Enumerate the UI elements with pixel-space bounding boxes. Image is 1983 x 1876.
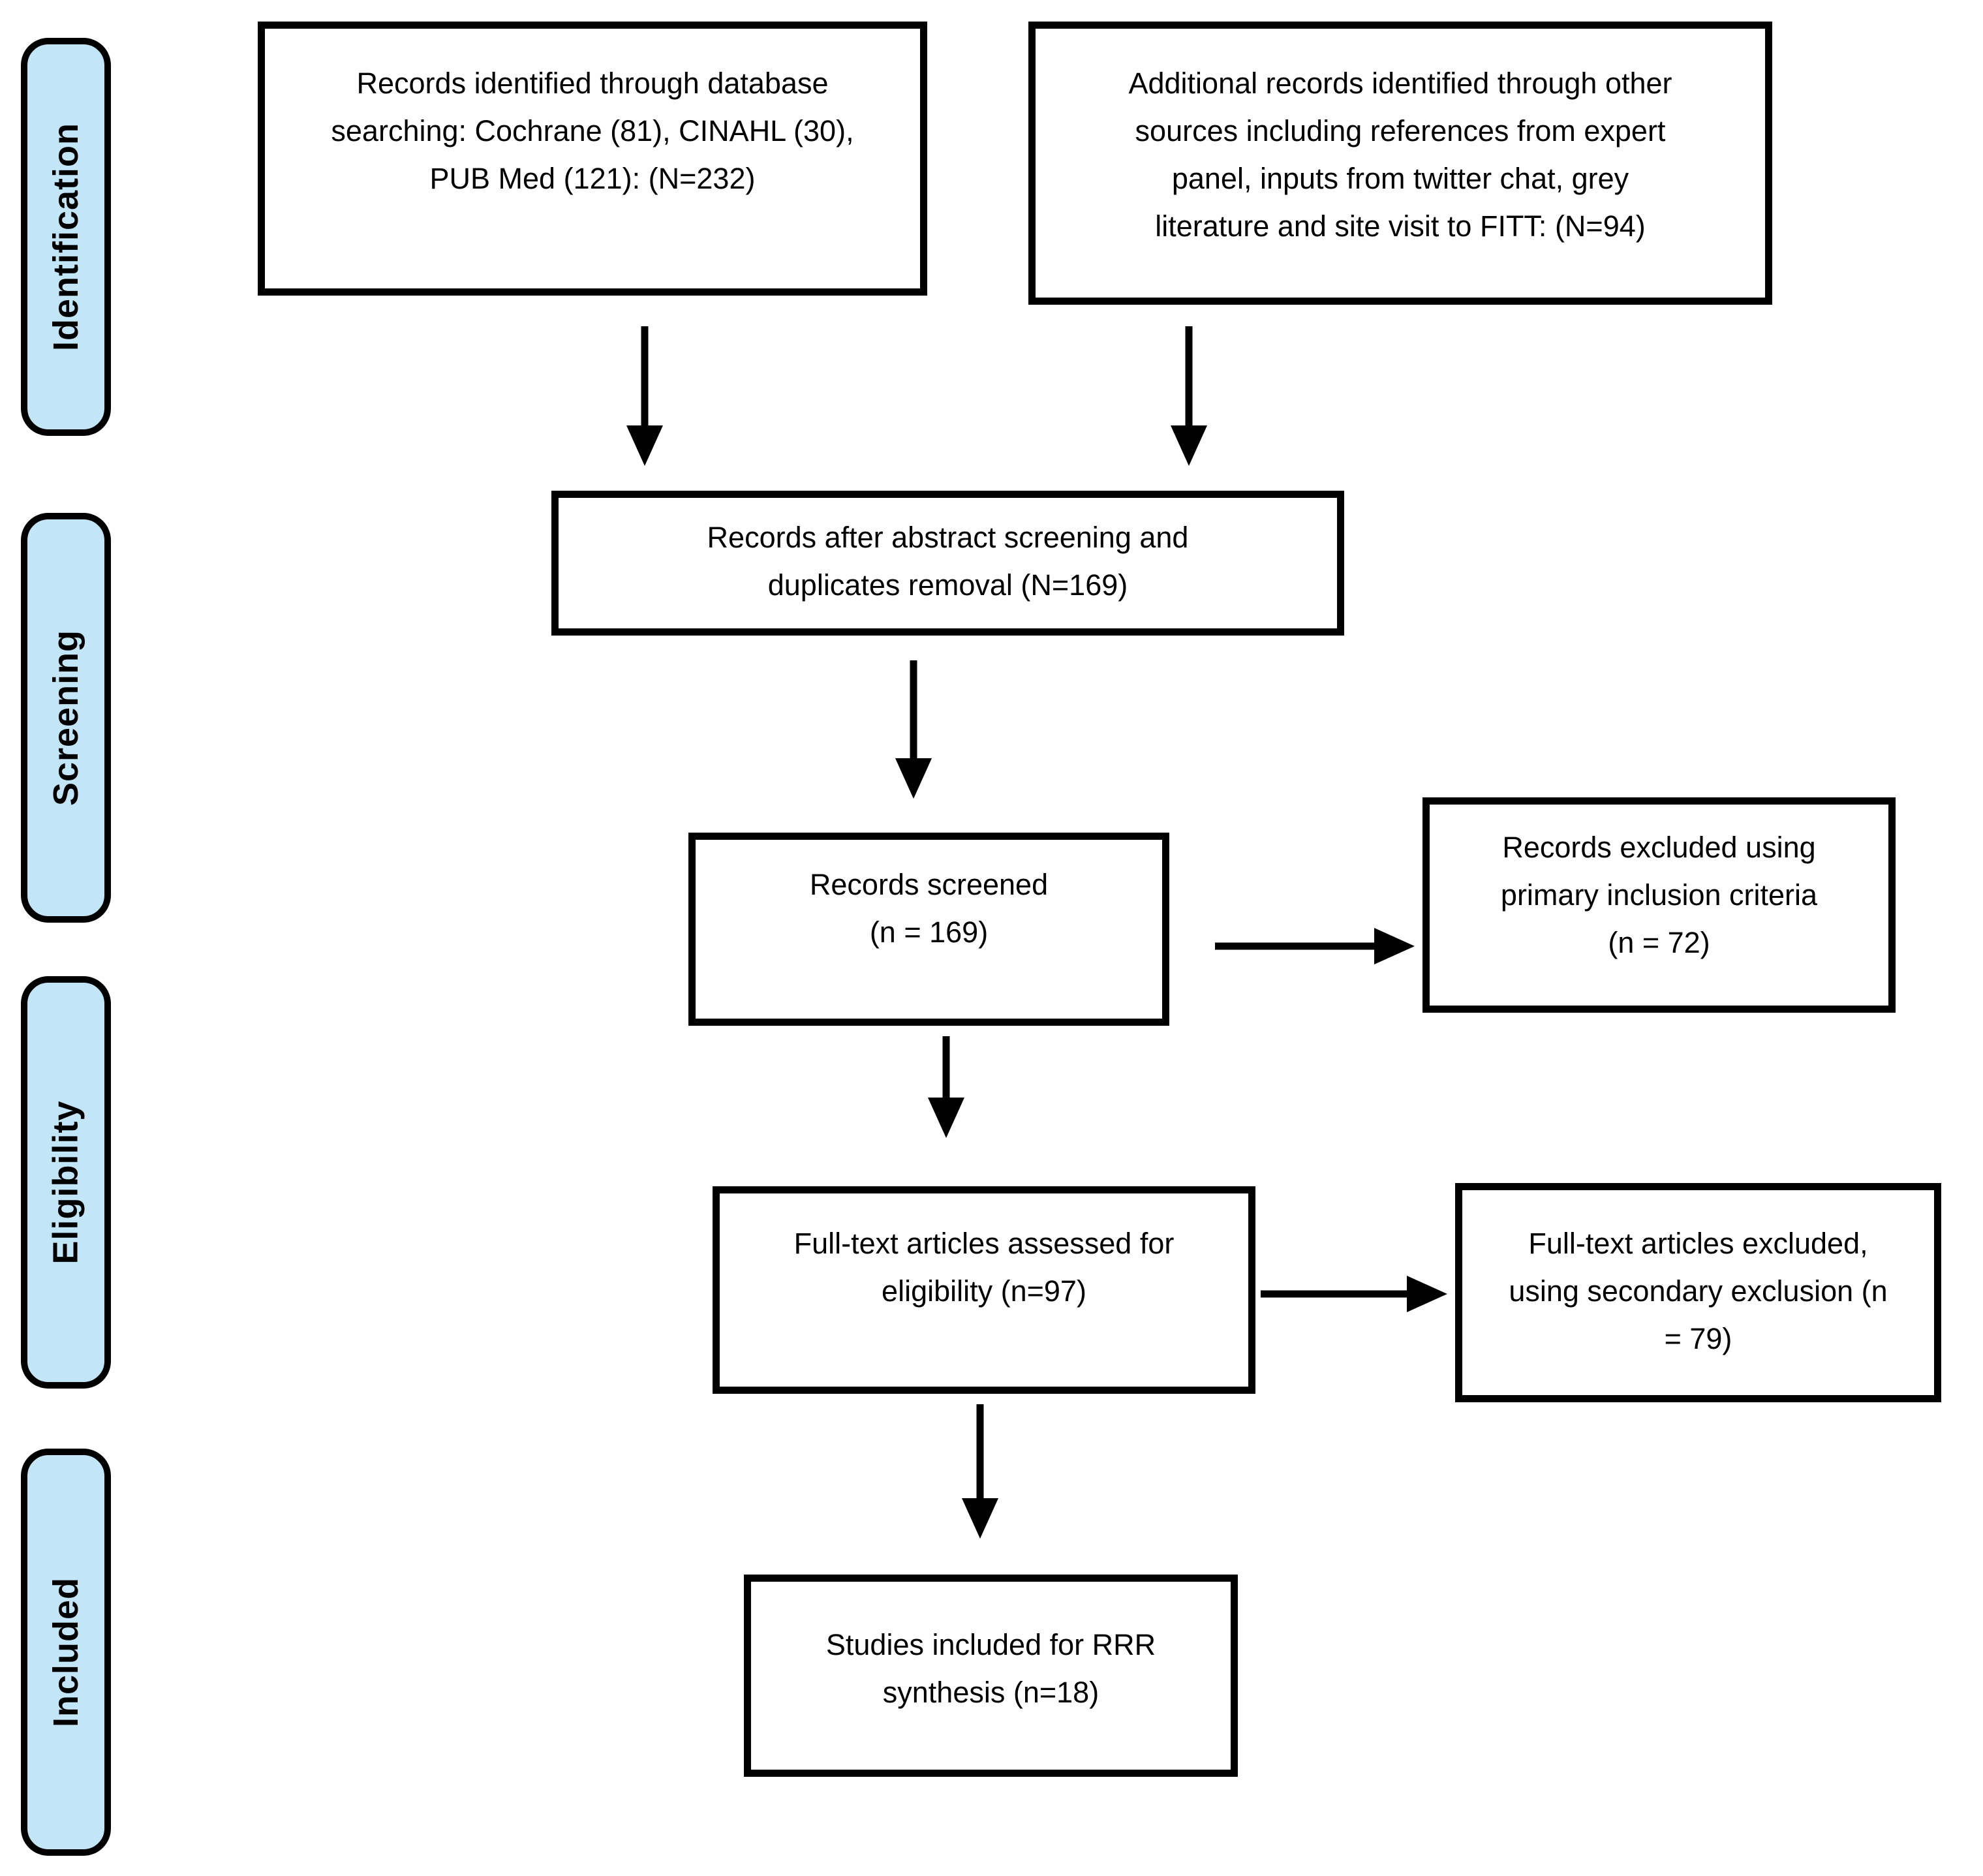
box-records-identified-database: Records identified through database sear… (258, 22, 927, 296)
arrow-fulltext-to-included (962, 1404, 998, 1539)
arrow-fulltext-to-excluded (1261, 1276, 1447, 1312)
box-records-screened: Records screened (n = 169) (688, 833, 1169, 1026)
box-fulltext-assessed: Full-text articles assessed for eligibil… (713, 1186, 1255, 1394)
box-additional-records-other-sources: Additional records identified through ot… (1028, 22, 1772, 305)
stage-eligibility: Eligibility (21, 976, 111, 1389)
arrow-additional-to-dedup (1171, 326, 1207, 466)
stage-included: Included (21, 1449, 111, 1856)
arrow-screened-to-fulltext (928, 1036, 964, 1138)
stage-eligibility-label: Eligibility (46, 1100, 85, 1265)
arrow-database-to-dedup (626, 326, 663, 466)
arrow-screened-to-excluded (1215, 928, 1415, 964)
box-studies-included-rrr: Studies included for RRR synthesis (n=18… (744, 1575, 1238, 1777)
box-records-excluded-primary: Records excluded using primary inclusion… (1422, 797, 1896, 1013)
box-records-after-abstract-screening: Records after abstract screening and dup… (551, 491, 1344, 636)
stage-identification-label: Identification (46, 123, 85, 351)
stage-screening-label: Screening (46, 629, 85, 807)
arrow-dedup-to-screened (895, 660, 932, 799)
box-fulltext-excluded-secondary: Full-text articles excluded, using secon… (1455, 1183, 1941, 1402)
stage-identification: Identification (21, 38, 111, 436)
stage-included-label: Included (46, 1576, 86, 1728)
stage-screening: Screening (21, 513, 111, 923)
